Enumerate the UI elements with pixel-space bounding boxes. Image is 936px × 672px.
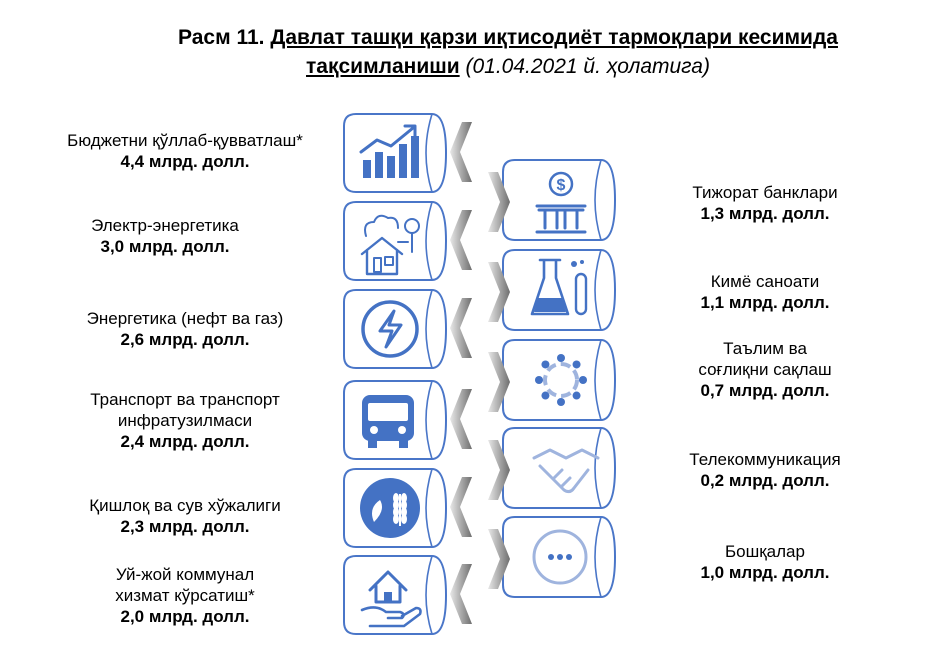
left-item-electricity: Электр-энергетика 3,0 млрд. долл. <box>40 215 290 257</box>
left-item-value: 2,4 млрд. долл. <box>120 432 250 451</box>
chevron-left-icon <box>450 298 472 358</box>
cycle-icon <box>535 354 587 406</box>
left-item-name: Уй-жой коммунал <box>115 565 255 584</box>
right-item-chemical: Кимё саноати 1,1 млрд. долл. <box>660 271 870 313</box>
chevron-right-icon <box>488 440 510 500</box>
chevron-right-icon <box>488 172 510 232</box>
right-icon-frame <box>502 159 617 241</box>
title-main: Давлат ташқи қарзи иқтисодиёт тармоқлари… <box>270 26 838 49</box>
chevron-left-icon <box>450 389 472 449</box>
left-item-value: 3,0 млрд. долл. <box>100 237 230 256</box>
left-item-value: 4,4 млрд. долл. <box>120 152 250 171</box>
left-icon-frame <box>343 201 448 281</box>
title-prefix: Расм 11. <box>178 26 265 49</box>
chevron-left-icon <box>450 564 472 624</box>
left-item-name: Транспорт ва транспорт <box>90 390 280 409</box>
left-item-name: Энергетика (нефт ва газ) <box>86 309 284 328</box>
left-item-value: 2,0 млрд. долл. <box>120 607 250 626</box>
left-item-name: Қишлоқ ва сув хўжалиги <box>89 496 281 515</box>
lightning-icon <box>361 300 419 358</box>
agriculture-icon <box>360 478 420 538</box>
right-icon-frame <box>502 427 617 509</box>
right-item-name: Тижорат банклари <box>692 183 838 202</box>
right-item-value: 1,1 млрд. долл. <box>700 293 830 312</box>
right-item-name: Кимё саноати <box>710 272 820 291</box>
chat-icon <box>532 529 588 585</box>
left-icon-frame <box>343 555 448 635</box>
right-icon-frame <box>502 339 617 421</box>
right-item-name: Бошқалар <box>725 542 805 561</box>
left-item-name-cont: инфратузилмаси <box>117 411 253 430</box>
left-item-oil-gas: Энергетика (нефт ва газ) 2,6 млрд. долл. <box>40 308 330 350</box>
left-item-name: Бюджетни қўллаб-қувватлаш* <box>67 131 303 150</box>
right-item-other: Бошқалар 1,0 млрд. долл. <box>660 541 870 583</box>
title-main-cont: тақсимланиши <box>306 55 460 78</box>
left-item-transport: Транспорт ва транспорт инфратузилмаси 2,… <box>40 389 330 452</box>
right-item-value: 1,3 млрд. долл. <box>700 204 830 223</box>
left-item-housing: Уй-жой коммунал хизмат кўрсатиш* 2,0 млр… <box>40 564 330 627</box>
chevron-right-icon <box>488 262 510 322</box>
house-hand-icon <box>360 570 422 628</box>
title-date: (01.04.2021 й. ҳолатига) <box>465 55 710 78</box>
right-item-banks: Тижорат банклари 1,3 млрд. долл. <box>660 182 870 224</box>
left-item-value: 2,3 млрд. долл. <box>120 517 250 536</box>
left-item-name-cont: хизмат кўрсатиш* <box>115 586 255 605</box>
right-item-value: 0,2 млрд. долл. <box>700 471 830 490</box>
smart-home-icon <box>360 214 420 276</box>
svg-text:$: $ <box>557 177 566 194</box>
chevron-right-icon <box>488 352 510 412</box>
left-item-budget: Бюджетни қўллаб-қувватлаш* 4,4 млрд. дол… <box>40 130 330 172</box>
chart-title-line2: тақсимланиши (01.04.2021 й. ҳолатига) <box>40 52 936 82</box>
left-item-agriculture: Қишлоқ ва сув хўжалиги 2,3 млрд. долл. <box>40 495 330 537</box>
bank-icon: $ <box>535 171 587 234</box>
right-item-name-cont: соғлиқни сақлаш <box>698 360 832 379</box>
left-icon-frame <box>343 113 448 193</box>
right-item-name: Таълим ва <box>723 339 807 358</box>
chevron-left-icon <box>450 210 472 270</box>
chart-title-line1: Расм 11. Давлат ташқи қарзи иқтисодиёт т… <box>40 23 936 53</box>
right-item-education-health: Таълим ва соғлиқни сақлаш 0,7 млрд. долл… <box>660 338 870 401</box>
left-item-name: Электр-энергетика <box>91 216 239 235</box>
right-item-value: 0,7 млрд. долл. <box>700 381 830 400</box>
flask-icon <box>530 258 588 316</box>
growth-chart-icon <box>359 124 419 178</box>
left-item-value: 2,6 млрд. долл. <box>120 330 250 349</box>
chevron-left-icon <box>450 477 472 537</box>
right-item-name: Телекоммуникация <box>689 450 841 469</box>
handshake-icon <box>532 448 600 494</box>
bus-icon <box>362 395 414 448</box>
right-item-telecom: Телекоммуникация 0,2 млрд. долл. <box>660 449 870 491</box>
chevron-right-icon <box>488 529 510 589</box>
chevron-left-icon <box>450 122 472 182</box>
right-item-value: 1,0 млрд. долл. <box>700 563 830 582</box>
